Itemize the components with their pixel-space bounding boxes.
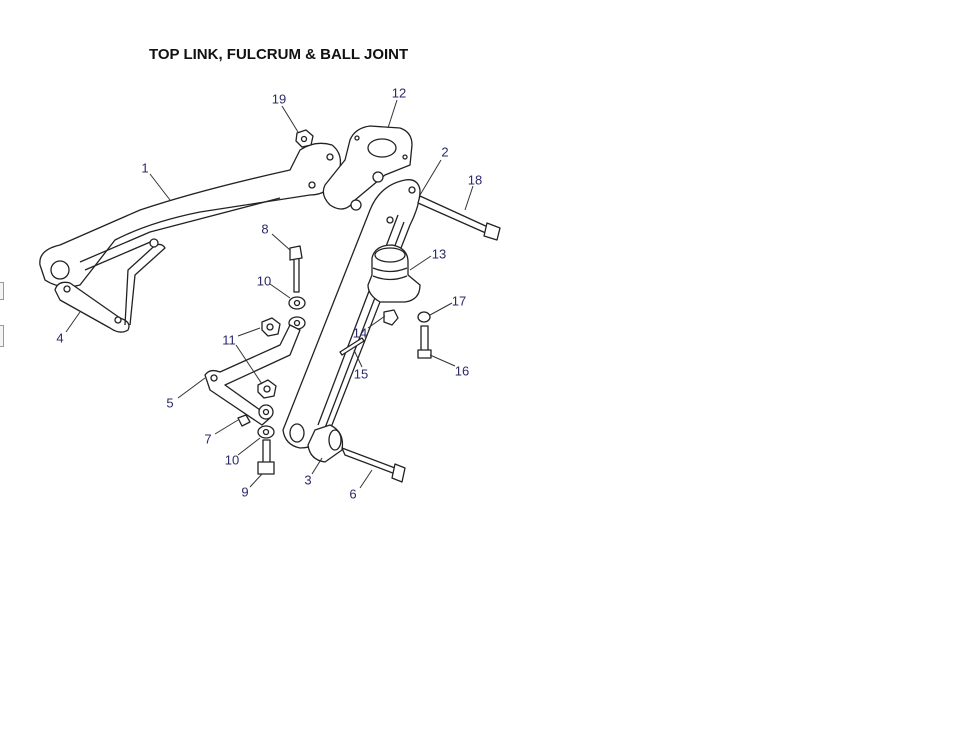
bolt-9 <box>257 439 275 475</box>
bracket-5 <box>204 324 301 426</box>
callout-label: 7 <box>204 431 212 447</box>
washer-17 <box>417 311 431 323</box>
callout-label: 9 <box>241 484 249 500</box>
callout-label: 2 <box>441 144 449 160</box>
callout-label: 12 <box>391 85 407 101</box>
callout-label: 3 <box>304 472 312 488</box>
callout-label: 16 <box>454 363 470 379</box>
left-edge-control[interactable] <box>0 282 4 300</box>
callout-label: 1 <box>141 160 149 176</box>
bolt-16 <box>417 325 432 359</box>
nut-7 <box>237 414 251 427</box>
callout-label: 6 <box>349 486 357 502</box>
callout-label: 18 <box>467 172 483 188</box>
callout-label: 17 <box>451 293 467 309</box>
callout-label: 5 <box>166 395 174 411</box>
bolt-6 <box>341 447 399 476</box>
left-edge-control[interactable] <box>0 325 4 347</box>
leader-lines <box>65 99 474 489</box>
top-link-arm <box>39 142 342 288</box>
bolt-8 <box>289 245 303 293</box>
callout-label: 11 <box>222 332 236 348</box>
diagram-title: TOP LINK, FULCRUM & BALL JOINT <box>149 46 409 63</box>
callout-label: 14 <box>352 325 368 341</box>
callout-label: 13 <box>431 246 447 262</box>
callout-label: 4 <box>56 330 64 346</box>
split-pin-15 <box>339 337 365 356</box>
bracket-4 <box>54 243 166 333</box>
bolt-18 <box>417 195 491 235</box>
callout-label: 10 <box>256 273 272 289</box>
castle-nut-14 <box>383 309 399 326</box>
callout-label: 15 <box>353 366 369 382</box>
callout-label: 8 <box>261 221 269 237</box>
callout-label: 10 <box>224 452 240 468</box>
callout-label: 19 <box>271 91 287 107</box>
lower-arm-2 <box>282 179 421 449</box>
